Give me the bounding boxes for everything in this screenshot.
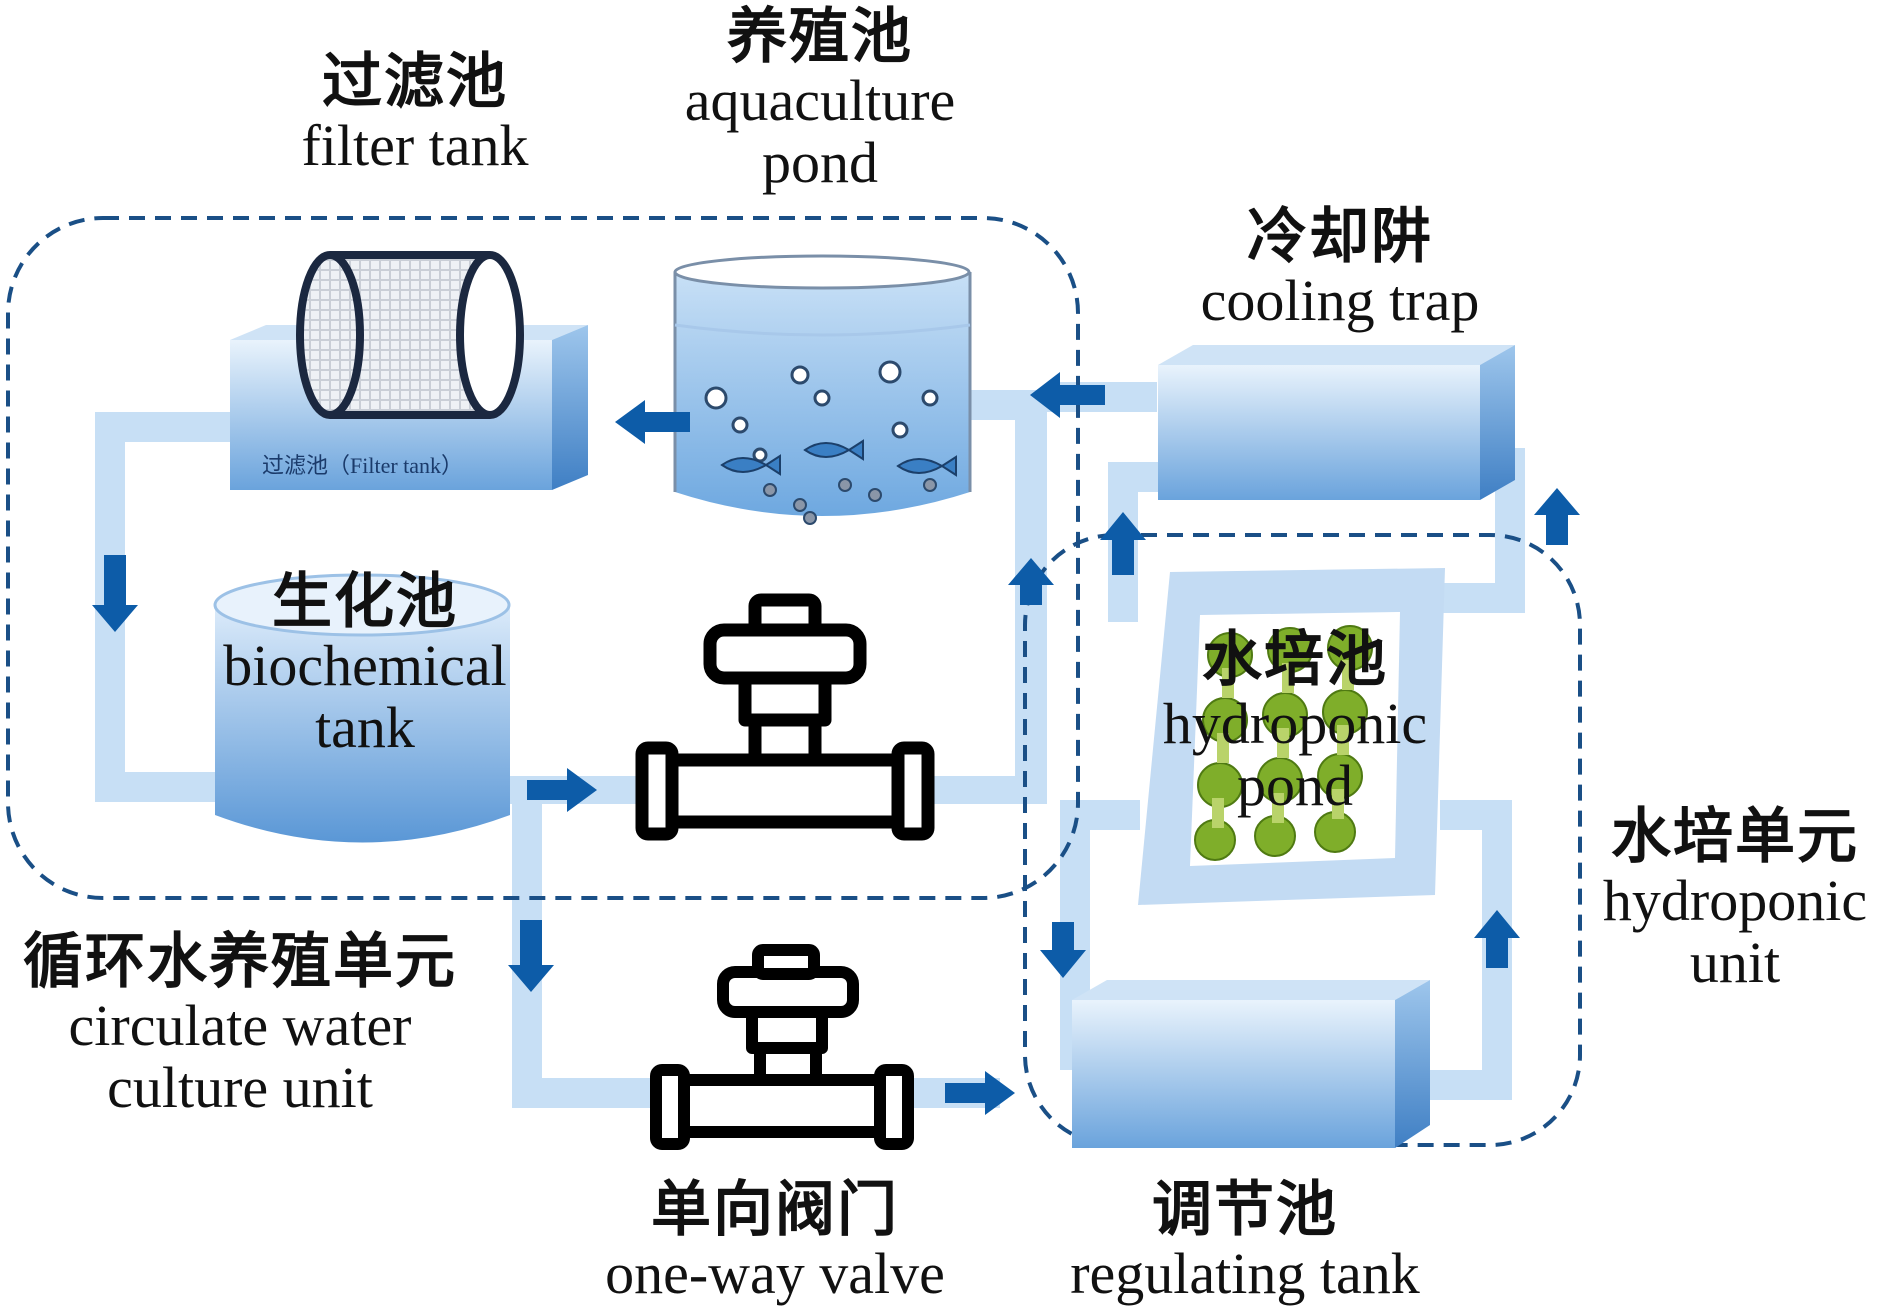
biochemical-tank-label-zh: 生化池 [272,567,458,637]
circulate-unit-label-zh: 循环水养殖单元 [23,927,457,997]
hydroponic-pond-label: 水培池 hydroponic pond [1135,628,1455,818]
aquaculture-pond-label-en1: aquaculture [684,67,956,133]
biochemical-tank-label-en2: tank [315,695,415,761]
one-way-valve-label: 单向阀门 one-way valve [560,1178,990,1305]
hydroponic-unit-label: 水培单元 hydroponic unit [1585,805,1885,995]
valve-lower [650,944,914,1150]
hydroponic-pond-label-zh: 水培池 [1202,625,1388,695]
filter-tank-inscription: 过滤池（Filter tank） [262,453,464,478]
hydroponic-pond-label-en1: hydroponic [1162,690,1428,756]
circulate-unit-label: 循环水养殖单元 circulate water culture unit [0,930,480,1120]
cooling-trap-label-en: cooling trap [1200,267,1480,333]
cooling-trap-label-zh: 冷却阱 [1247,202,1433,272]
circulate-unit-boundary [6,216,1080,900]
hydroponic-unit-label-en2: unit [1689,930,1781,996]
aquaculture-pond-label-en2: pond [762,130,878,196]
hydroponic-pond-label-en2: pond [1237,753,1353,819]
one-way-valve-label-en: one-way valve [605,1240,945,1306]
cooling-trap-drawing [1158,345,1515,500]
filter-tank-label-en: filter tank [301,112,529,178]
hydroponic-unit-label-zh: 水培单元 [1611,802,1859,872]
aquaculture-pond-drawing [673,254,972,525]
aquaculture-pond-label-zh: 养殖池 [727,2,913,72]
one-way-valve-label-zh: 单向阀门 [651,1175,899,1245]
aquaculture-pond-label: 养殖池 aquaculture pond [650,5,990,195]
hydroponic-pond-drawing [1138,568,1445,905]
circulate-unit-label-en2: culture unit [107,1055,373,1121]
biochemical-tank-label-en1: biochemical [223,632,507,698]
circulate-unit-label-en1: circulate water [68,992,412,1058]
biochemical-tank-label: 生化池 biochemical tank [200,570,530,760]
flow-arrows [92,372,1580,1115]
cooling-trap-label: 冷却阱 cooling trap [1160,205,1520,332]
biochemical-tank-drawing [213,573,511,843]
filter-tank-label: 过滤池 filter tank [270,50,560,177]
regulating-tank-drawing [1072,980,1430,1148]
regulating-tank-label-en: regulating tank [1070,1240,1420,1306]
filter-tank-drawing [230,251,588,490]
regulating-tank-label: 调节池 regulating tank [1030,1178,1460,1305]
valve-upper [635,593,935,841]
hydroponic-unit-label-en1: hydroponic [1602,867,1868,933]
regulating-tank-label-zh: 调节池 [1152,1175,1338,1245]
filter-tank-label-zh: 过滤池 [322,47,508,117]
